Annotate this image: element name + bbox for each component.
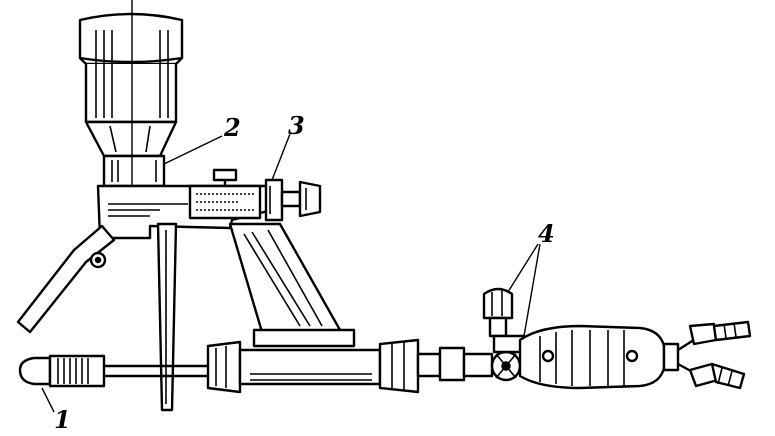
left-strut [16, 224, 116, 334]
callout-2: 2 [223, 113, 241, 142]
torch-tube [18, 338, 494, 394]
stand-rod [156, 222, 178, 412]
feed-valve [264, 178, 322, 222]
leader-lines [41, 133, 541, 413]
mixing-handle [518, 324, 680, 390]
callout-3: 3 [288, 111, 305, 140]
powder-hopper [78, 0, 184, 196]
hose-fittings [676, 320, 752, 390]
callout-4: 4 [538, 219, 555, 248]
callout-1: 1 [54, 405, 71, 434]
gun-body [96, 168, 356, 348]
